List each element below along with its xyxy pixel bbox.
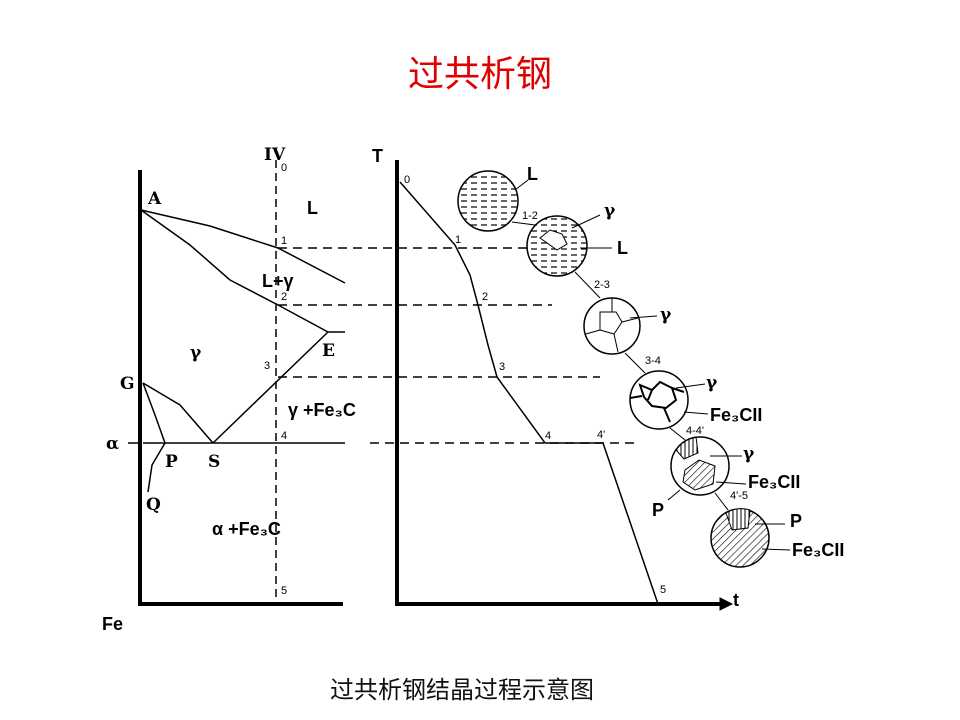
microstructure-1-2: 1-2 γ L: [522, 201, 628, 277]
curve-mark-4p: 4': [597, 429, 605, 441]
gs-line: [142, 382, 214, 444]
time-axis-label: t: [733, 590, 739, 610]
mark-0: 0: [281, 162, 287, 174]
cooling-curve-chart: [395, 160, 734, 611]
stage-connectors: [511, 221, 729, 511]
region-alpha-fe3c: α +Fe₃C: [212, 519, 281, 539]
stage-1-2: 1-2: [522, 210, 538, 222]
region-l-gamma: L+γ: [262, 271, 294, 291]
time-axis-arrow: [719, 597, 734, 611]
point-q: Q: [146, 495, 161, 515]
curve-mark-3: 3: [499, 361, 505, 373]
label-l: L: [527, 164, 538, 184]
curve-mark-4: 4: [545, 430, 551, 442]
alloy-label: IV: [264, 145, 286, 165]
microstructure-4p-5: 4'-5 P Fe₃CII: [710, 490, 844, 568]
liquidus-line: [140, 209, 346, 284]
point-p: P: [165, 452, 178, 472]
se-line: [212, 331, 329, 444]
region-gamma-fe3c: γ +Fe₃C: [288, 400, 356, 420]
label-gamma-2: γ: [660, 305, 672, 325]
page-title: 过共析钢: [407, 54, 552, 95]
gp-line: [142, 382, 166, 444]
point-s: S: [208, 452, 220, 472]
microstructure-3-4: 3-4 γ Fe₃CII: [629, 355, 762, 430]
mark-2: 2: [281, 291, 287, 303]
stage-4p-5: 4'-5: [730, 490, 748, 502]
stage-3-4: 3-4: [645, 355, 661, 367]
point-a: A: [147, 189, 162, 209]
label-gamma-1: γ: [604, 201, 616, 221]
label-fe3c-3: Fe₃CII: [710, 405, 762, 425]
t-axis-label: T: [372, 146, 383, 166]
label-fe3c-4: Fe₃CII: [748, 472, 800, 492]
label-fe3c-5: Fe₃CII: [792, 540, 844, 560]
stage-4-4p: 4-4': [686, 425, 704, 437]
microstructure-4-4p: 4-4' γ Fe₃CII P: [652, 425, 800, 520]
mark-5: 5: [281, 585, 287, 597]
label-p-4: P: [652, 500, 664, 520]
curve-mark-0: 0: [404, 174, 410, 186]
region-gamma: γ: [190, 343, 202, 363]
solidus-line: [140, 209, 345, 333]
point-g: G: [120, 374, 135, 394]
label-gamma-3: γ: [706, 373, 718, 393]
stage-2-3: 2-3: [594, 279, 610, 291]
cooling-curve: [399, 181, 659, 605]
microstructure-l: L: [457, 164, 538, 232]
fe-label: Fe: [102, 614, 123, 634]
figure-caption: 过共析钢结晶过程示意图: [330, 676, 594, 704]
pq-line: [147, 442, 166, 493]
point-e: E: [322, 341, 335, 361]
mark-3: 3: [264, 360, 270, 372]
curve-mark-2: 2: [482, 291, 488, 303]
label-l-2: L: [617, 238, 628, 258]
mark-4: 4: [281, 430, 287, 442]
label-p-5: P: [790, 511, 802, 531]
label-gamma-4: γ: [743, 444, 755, 464]
region-l: L: [307, 198, 318, 218]
mark-1: 1: [281, 235, 287, 247]
curve-mark-1: 1: [455, 234, 461, 246]
microstructure-2-3: 2-3 γ: [583, 279, 672, 355]
alpha-label: α: [106, 434, 119, 454]
curve-mark-5: 5: [660, 584, 666, 596]
